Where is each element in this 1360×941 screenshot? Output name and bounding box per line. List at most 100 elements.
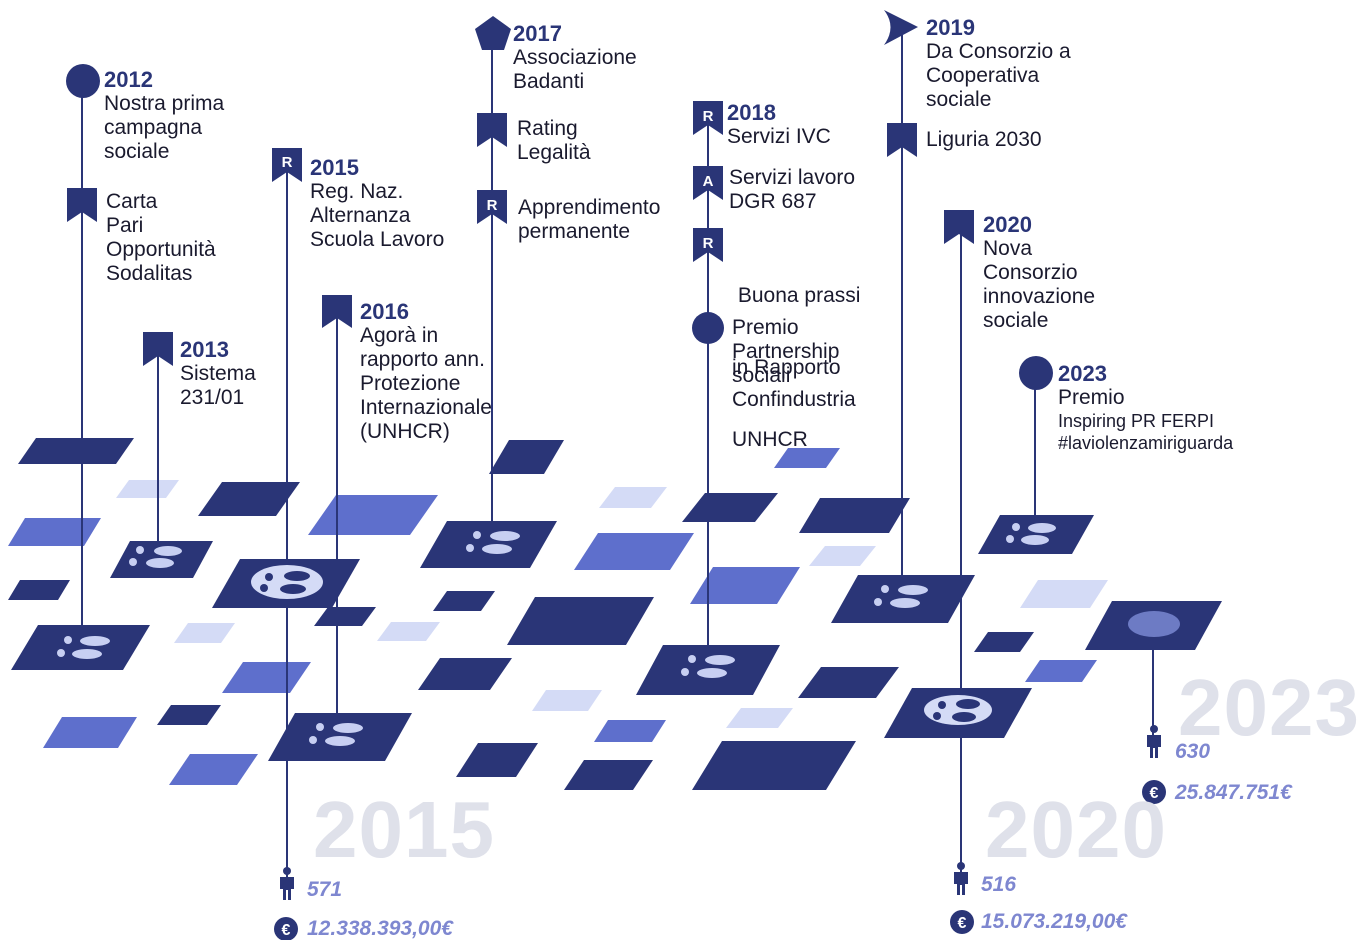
badge-a-2018: A: [693, 166, 723, 200]
tile: [574, 533, 694, 570]
badge-r-2015: R: [272, 148, 302, 182]
milestone-2015: 2015 Reg. Naz. Alternanza Scuola Lavoro: [310, 156, 444, 252]
milestone-line: 231/01: [180, 386, 245, 409]
milestone-line: Servizi IVC: [727, 125, 831, 148]
milestone-line: Internazionale: [360, 396, 492, 419]
milestone-line: Alternanza: [310, 204, 411, 227]
milestone-buona-prassi: Buona prassi in Rapporto UNHCR: [732, 236, 860, 476]
stems: [81, 30, 1154, 880]
svg-text:R: R: [487, 197, 498, 214]
milestone-year: 2020: [983, 212, 1032, 237]
tile: [157, 705, 221, 725]
tile: [1025, 660, 1097, 682]
tile: [116, 480, 179, 498]
tile: [594, 720, 666, 742]
milestone-2013: 2013 Sistema 231/01: [180, 338, 256, 410]
base-tiles: [11, 515, 1222, 761]
milestone-line: Agorà in: [360, 324, 439, 347]
milestone-line: sociale: [104, 140, 170, 163]
summary-year-2015: 2015: [313, 785, 495, 874]
tile: [314, 607, 376, 626]
milestone-2023: 2023 Premio Inspiring PR FERPI #laviolen…: [1058, 362, 1233, 454]
milestone-year: 2018: [727, 100, 776, 125]
tile: [489, 440, 564, 474]
pentagon-icon: [475, 16, 511, 50]
flag-icon: [887, 123, 917, 157]
person-icon: [1147, 725, 1161, 758]
milestone-line: Protezione: [360, 372, 461, 395]
badge-r-2018b: R: [693, 228, 723, 262]
svg-text:€: €: [1150, 785, 1159, 802]
tile: [692, 741, 856, 790]
milestone-line: Rating: [517, 117, 578, 140]
milestone-line: Badanti: [513, 70, 585, 93]
svg-text:R: R: [282, 154, 293, 171]
milestone-line: Pari: [106, 214, 144, 237]
milestone-year: 2015: [310, 155, 359, 180]
milestone-carta-pari: Carta Pari Opportunità Sodalitas: [106, 190, 216, 286]
person-icon: [954, 862, 968, 895]
tile: [799, 498, 910, 533]
tile: [433, 591, 495, 611]
milestone-year: 2013: [180, 337, 229, 362]
circle-icon: [692, 312, 724, 344]
milestone-line: Confindustria: [732, 388, 856, 411]
tile: [774, 448, 840, 468]
milestone-line: Legalità: [517, 141, 591, 164]
tile: [8, 580, 70, 600]
milestone-line: Nostra prima: [104, 92, 225, 115]
milestone-line: Scuola Lavoro: [310, 228, 445, 251]
tile: [564, 760, 653, 790]
milestone-2012: 2012 Nostra prima campagna sociale: [104, 68, 224, 164]
milestone-line: Associazione: [513, 46, 637, 69]
milestone-year: 2012: [104, 67, 153, 92]
base-tile-2023a: [978, 515, 1094, 554]
tile: [169, 754, 258, 785]
people-count-2015: 571: [307, 878, 343, 901]
svg-text:R: R: [703, 108, 714, 125]
milestone-year: 2023: [1058, 361, 1107, 386]
markers: [66, 10, 1053, 390]
person-icon: [280, 867, 294, 900]
flag-icon: [477, 113, 507, 147]
tile: [222, 662, 311, 693]
milestone-line: Cooperativa: [926, 64, 1040, 87]
milestone-line: Consorzio: [983, 261, 1078, 284]
milestone-line: Da Consorzio a: [926, 40, 1071, 63]
tile: [798, 667, 899, 698]
milestone-line: Buona prassi: [732, 284, 861, 307]
milestone-line: Opportunità: [106, 238, 216, 261]
svg-text:€: €: [282, 922, 291, 939]
tile: [174, 623, 235, 643]
revenue-2015: 12.338.393,00€: [307, 917, 453, 940]
tile: [456, 743, 538, 777]
tile: [18, 438, 134, 464]
milestone-line: rapporto ann.: [360, 348, 485, 371]
milestone-line: Nova: [983, 237, 1033, 260]
milestone-line: Premio: [1058, 386, 1125, 409]
tile: [377, 622, 440, 641]
milestone-line: Carta: [106, 190, 158, 213]
tile: [418, 658, 512, 690]
circle-icon: [66, 64, 100, 98]
milestone-line: Liguria 2030: [926, 128, 1042, 151]
milestone-line: sociale: [983, 309, 1049, 332]
milestone-2019: 2019 Da Consorzio a Cooperativa sociale: [926, 16, 1071, 112]
euro-icon: €: [1142, 780, 1166, 804]
tile: [726, 708, 793, 728]
milestone-premio-partnership: Premio Partnership sociali Confindustria: [732, 316, 856, 412]
milestone-year: 2017: [513, 21, 562, 46]
milestone-line: UNHCR: [732, 428, 808, 451]
milestone-line: sociali: [732, 364, 791, 387]
people-count-2020: 516: [981, 873, 1017, 896]
milestone-line: Servizi lavoro: [729, 166, 856, 189]
revenue-2023: 25.847.751€: [1175, 781, 1292, 804]
base-tile-2017: [420, 521, 557, 568]
tile: [507, 597, 654, 645]
people-count-2023: 630: [1175, 740, 1211, 763]
tile: [532, 690, 602, 711]
tile: [690, 567, 800, 604]
milestone-line: innovazione: [983, 285, 1096, 308]
tile: [1020, 580, 1108, 608]
euro-icon: €: [274, 917, 298, 940]
